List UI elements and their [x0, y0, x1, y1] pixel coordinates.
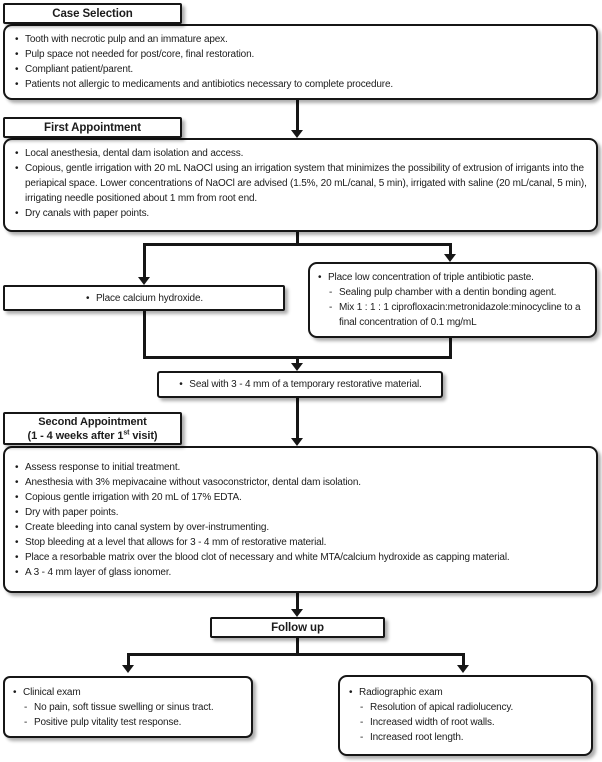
connector-line: [449, 243, 452, 256]
subtitle-prefix: (1 - 4 weeks after 1: [27, 429, 124, 442]
step-item: Dry canals with paper points.: [14, 206, 587, 221]
subtitle-superscript: st: [123, 428, 130, 436]
triple-antibiotic-paste-box: Place low concentration of triple antibi…: [308, 262, 597, 338]
connector-line: [143, 311, 146, 359]
step-item: Anesthesia with 3% mepivacaine without v…: [14, 475, 587, 490]
arrowhead-down-icon: [291, 130, 303, 138]
connector-line: [296, 232, 299, 245]
step-item: Seal with 3 - 4 mm of a temporary restor…: [178, 377, 422, 392]
calcium-hydroxide-box: Place calcium hydroxide.: [3, 285, 285, 311]
step-item: Place calcium hydroxide.: [85, 291, 203, 306]
arrowhead-down-icon: [138, 277, 150, 285]
step-item: Place low concentration of triple antibi…: [317, 270, 588, 285]
exam-finding: Resolution of apical radiolucency.: [358, 700, 583, 715]
connector-line: [296, 356, 299, 364]
step-item: Copious gentle irrigation with 20 mL of …: [14, 490, 587, 505]
case-selection-header: Case Selection: [3, 3, 182, 24]
case-selection-title: Case Selection: [52, 7, 133, 20]
first-appointment-title: First Appointment: [44, 121, 141, 134]
arrowhead-down-icon: [291, 363, 303, 371]
clinical-exam-box: Clinical exam No pain, soft tissue swell…: [3, 676, 253, 738]
arrowhead-down-icon: [291, 609, 303, 617]
step-item: A 3 - 4 mm layer of glass ionomer.: [14, 565, 587, 580]
arrowhead-down-icon: [122, 665, 134, 673]
sub-step-item: Mix 1 : 1 : 1 ciprofloxacin:metronidazol…: [327, 300, 588, 330]
temporary-seal-box: Seal with 3 - 4 mm of a temporary restor…: [157, 371, 443, 398]
radiographic-exam-box: Radiographic exam Resolution of apical r…: [338, 675, 593, 756]
subtitle-suffix: visit): [129, 429, 158, 442]
step-item: Copious, gentle irrigation with 20 mL Na…: [14, 161, 587, 206]
second-appointment-subtitle: (1 - 4 weeks after 1st visit): [28, 429, 158, 443]
exam-item: Clinical exam: [12, 685, 244, 700]
criteria-item: Tooth with necrotic pulp and an immature…: [14, 32, 587, 47]
step-item: Local anesthesia, dental dam isolation a…: [14, 146, 587, 161]
second-appointment-header: Second Appointment (1 - 4 weeks after 1s…: [3, 412, 182, 445]
step-item: Stop bleeding at a level that allows for…: [14, 535, 587, 550]
connector-line: [296, 100, 299, 130]
criteria-item: Patients not allergic to medicaments and…: [14, 77, 587, 92]
second-appointment-title: Second Appointment: [38, 415, 147, 428]
exam-finding: No pain, soft tissue swelling or sinus t…: [22, 700, 244, 715]
arrowhead-down-icon: [444, 254, 456, 262]
sub-step-item: Sealing pulp chamber with a dentin bondi…: [327, 285, 588, 300]
step-item: Dry with paper points.: [14, 505, 587, 520]
step-item: Place a resorbable matrix over the blood…: [14, 550, 587, 565]
follow-up-box: Follow up: [210, 617, 385, 638]
connector-line: [296, 638, 299, 656]
connector-line: [143, 243, 146, 278]
connector-line: [143, 243, 452, 246]
exam-item: Radiographic exam: [348, 685, 583, 700]
criteria-item: Compliant patient/parent.: [14, 62, 587, 77]
arrowhead-down-icon: [457, 665, 469, 673]
arrowhead-down-icon: [291, 438, 303, 446]
follow-up-title: Follow up: [271, 621, 324, 634]
exam-finding: Increased width of root walls.: [358, 715, 583, 730]
exam-finding: Positive pulp vitality test response.: [22, 715, 244, 730]
first-appointment-steps-box: Local anesthesia, dental dam isolation a…: [3, 138, 598, 232]
connector-line: [296, 398, 299, 439]
connector-line: [127, 653, 465, 656]
step-item: Create bleeding into canal system by ove…: [14, 520, 587, 535]
connector-line: [462, 653, 465, 666]
step-item: Assess response to initial treatment.: [14, 460, 587, 475]
first-appointment-header: First Appointment: [3, 117, 182, 138]
exam-finding: Increased root length.: [358, 730, 583, 745]
second-appointment-steps-box: Assess response to initial treatment. An…: [3, 446, 598, 593]
connector-line: [296, 593, 299, 611]
case-selection-criteria-box: Tooth with necrotic pulp and an immature…: [3, 24, 598, 100]
connector-line: [449, 338, 452, 359]
criteria-item: Pulp space not needed for post/core, fin…: [14, 47, 587, 62]
connector-line: [127, 653, 130, 666]
